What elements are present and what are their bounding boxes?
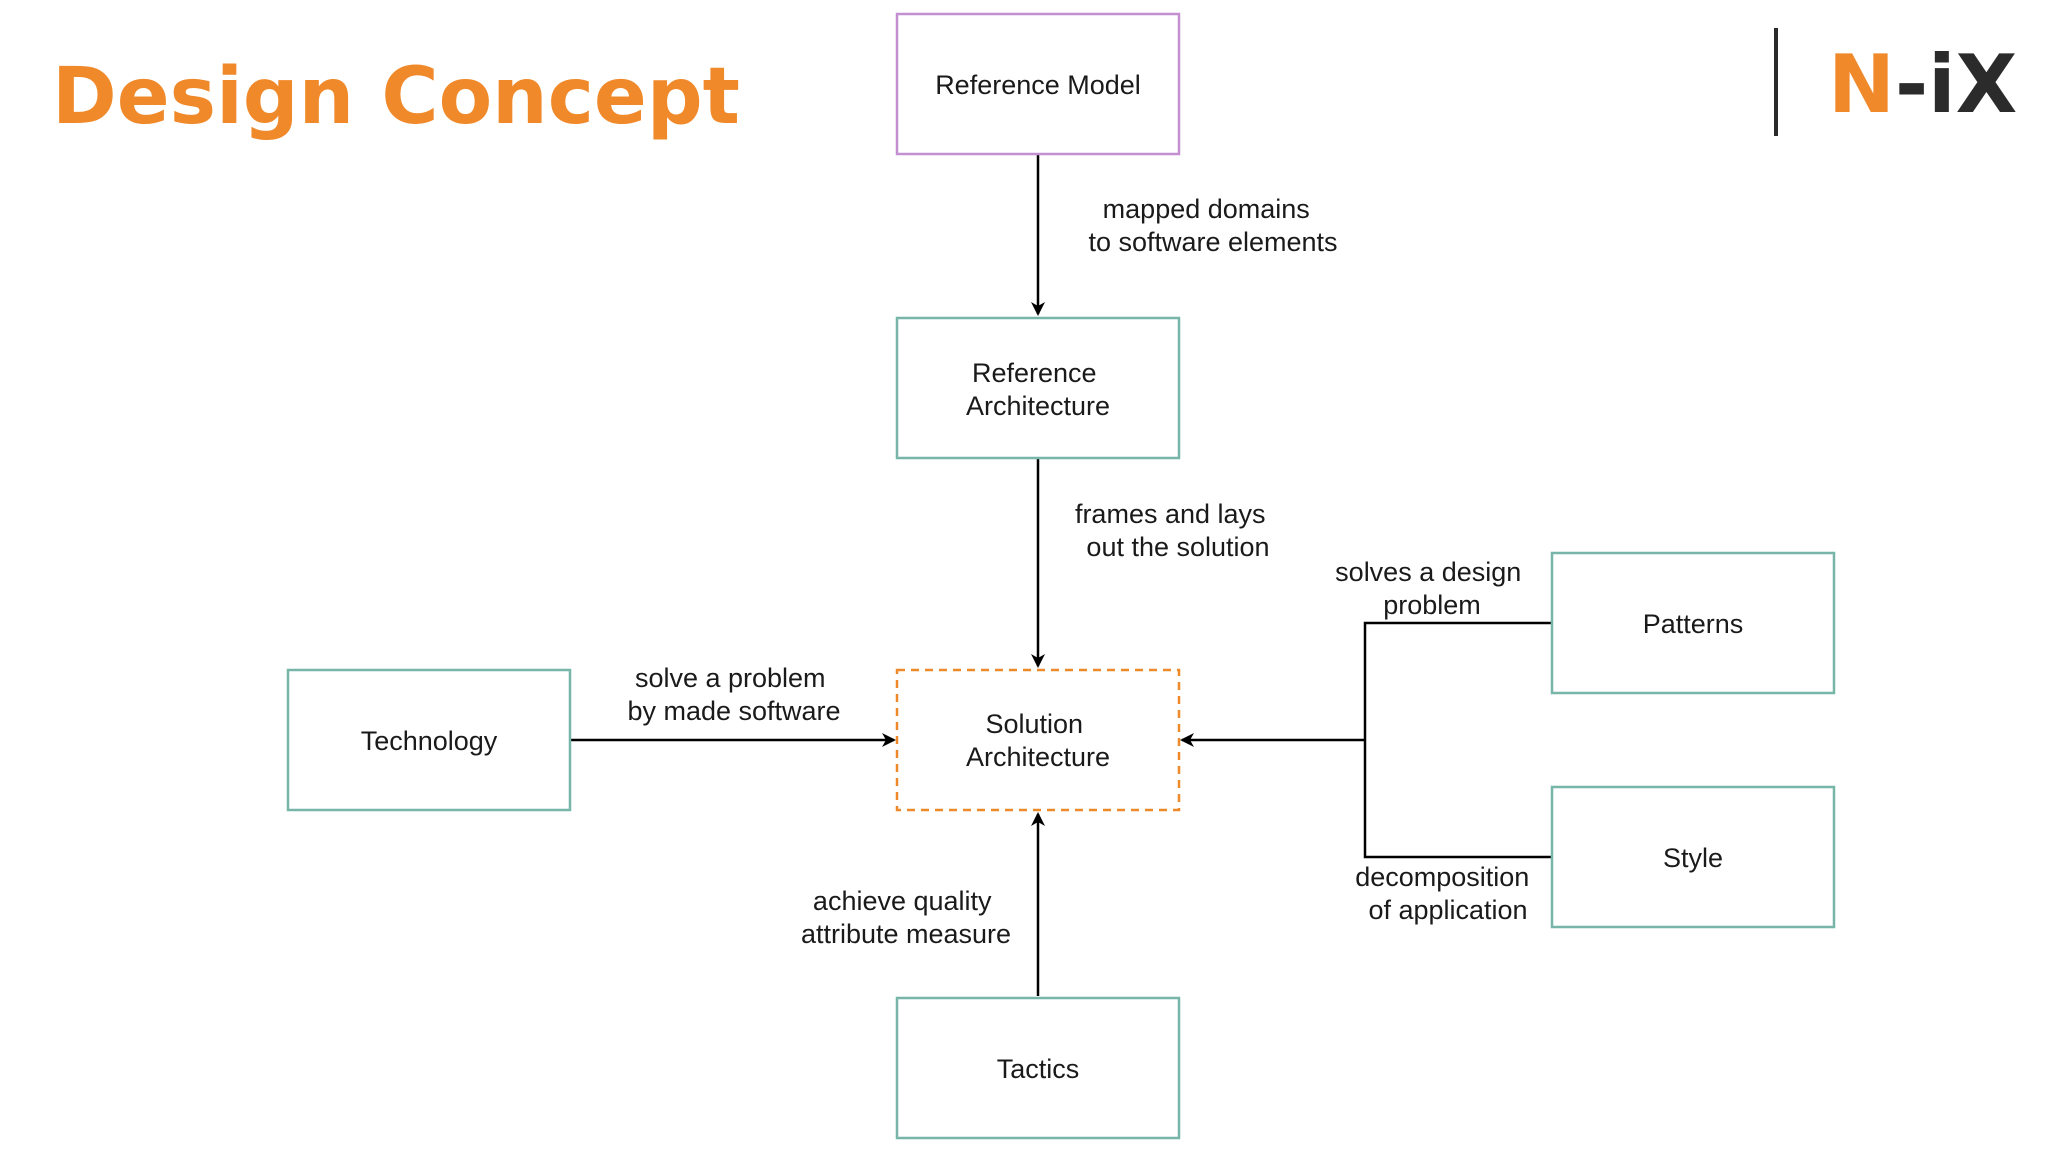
logo-text: N-iX <box>1828 38 2017 131</box>
node-style: Style <box>1550 785 1836 929</box>
edge-label-frames-and-lays: frames and lays out the solution <box>1075 499 1273 562</box>
connectors <box>570 154 1552 996</box>
node-tactics: Tactics <box>895 996 1181 1140</box>
node-reference-architecture: Reference Architecture <box>895 316 1181 460</box>
logo-letter-n: N <box>1828 38 1895 131</box>
node-patterns-label: Patterns <box>1643 609 1744 639</box>
node-reference-model-label: Reference Model <box>935 70 1141 100</box>
logo-letters-ix: -iX <box>1895 38 2017 131</box>
node-solution-architecture: Solution Architecture <box>895 668 1181 812</box>
node-tactics-label: Tactics <box>997 1054 1080 1084</box>
node-technology: Technology <box>286 668 572 812</box>
connector-style-branch <box>1363 740 1552 859</box>
node-patterns: Patterns <box>1550 551 1836 695</box>
edge-label-solve-a-problem: solve a problem by made software <box>627 663 840 726</box>
page-title: Design Concept <box>52 52 740 142</box>
node-reference-architecture-label: Reference Architecture <box>966 358 1110 421</box>
edge-label-solves-a-design: solves a design problem <box>1335 557 1529 620</box>
edge-label-achieve-quality: achieve quality attribute measure <box>801 886 1011 949</box>
edge-label-decomposition: decomposition of application <box>1355 862 1537 925</box>
node-solution-architecture-label: Solution Architecture <box>966 709 1110 772</box>
node-style-label: Style <box>1663 843 1723 873</box>
nix-logo: N-iX <box>1774 28 2017 136</box>
node-technology-label: Technology <box>361 726 498 756</box>
connector-patterns-branch <box>1363 621 1552 740</box>
edge-label-mapped-domains: mapped domains to software elements <box>1088 194 1337 257</box>
node-reference-model: Reference Model <box>895 12 1181 156</box>
